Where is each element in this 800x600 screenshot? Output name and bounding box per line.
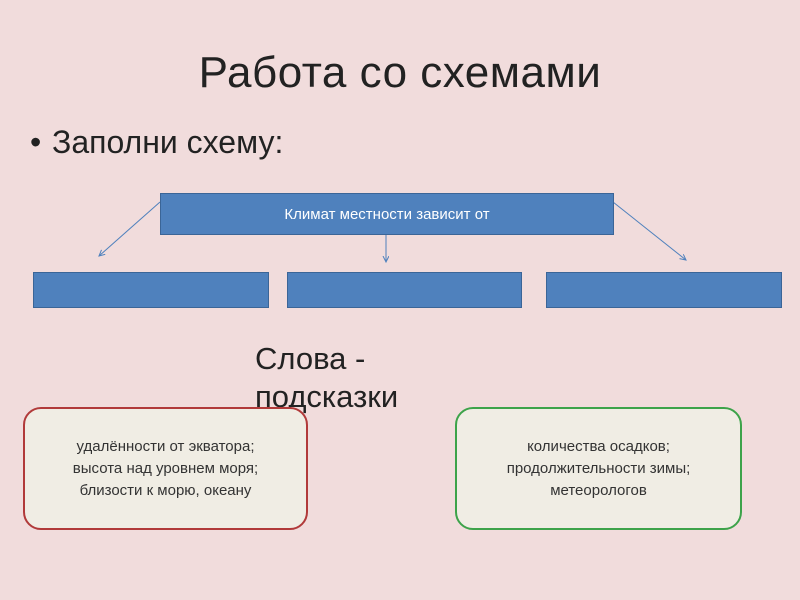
answer-box-2[interactable]	[287, 272, 522, 308]
hints-heading-line1: Слова -	[255, 341, 366, 376]
hints-heading: Слова - подсказки	[255, 340, 398, 416]
slide-title: Работа со схемами	[198, 48, 602, 97]
answer-box-1[interactable]	[33, 272, 269, 308]
hint-left-text: удалённости от экватора; высота над уров…	[72, 437, 259, 499]
hint-right-text: количества осадков; продолжительности зи…	[506, 437, 691, 499]
task-bullet: • Заполни схему:	[30, 124, 283, 161]
arrow-left	[99, 201, 161, 256]
task-text: Заполни схему:	[52, 124, 284, 160]
hint-box-left: удалённости от экватора; высота над уров…	[23, 407, 308, 530]
climate-main-label: Климат местности зависит от	[284, 205, 490, 223]
bullet-icon: •	[30, 124, 42, 160]
arrow-right	[612, 201, 686, 260]
hint-box-right: количества осадков; продолжительности зи…	[455, 407, 742, 530]
answer-box-3[interactable]	[546, 272, 782, 308]
climate-main-box: Климат местности зависит от	[160, 193, 614, 235]
